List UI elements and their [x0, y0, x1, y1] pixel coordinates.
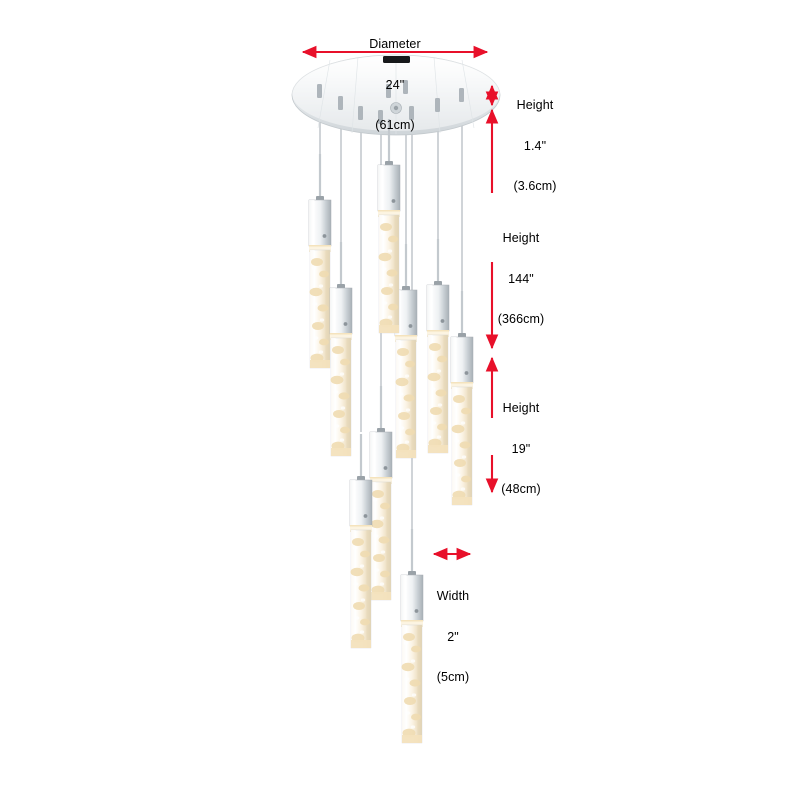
- overall-height-label: Height 144" (366cm): [478, 205, 564, 354]
- overall-height-label-name: Height: [502, 231, 540, 245]
- pendant-width-label-name: Width: [436, 589, 470, 603]
- canopy-height-label: Height 1.4" (3.6cm): [498, 72, 572, 221]
- canopy-height-label-name: Height: [516, 98, 554, 112]
- pendant-2: [329, 241, 353, 457]
- diameter-label-name: Diameter: [369, 37, 421, 51]
- pendant-width-label-imperial: 2": [447, 629, 459, 644]
- center-mount: [390, 102, 402, 114]
- pendant-height-label-name: Height: [502, 401, 540, 415]
- cable-collars: [317, 80, 464, 124]
- canopy-height-label-imperial: 1.4": [523, 138, 547, 153]
- pendant-6: [349, 433, 373, 649]
- diameter-label-imperial: 24": [385, 77, 405, 92]
- pendant-width-label: Width 2" (5cm): [418, 563, 488, 712]
- pendant-1: [308, 153, 332, 369]
- pendant-7: [426, 238, 450, 454]
- canopy-height-label-metric: (3.6cm): [513, 179, 557, 193]
- pendant-width-label-metric: (5cm): [436, 670, 470, 684]
- diameter-label: Diameter 24" (61cm): [330, 11, 460, 160]
- ceiling-canopy: [291, 54, 501, 136]
- pendant-4: [450, 290, 474, 506]
- pendant-height-label-imperial: 19": [511, 441, 531, 456]
- overall-height-label-metric: (366cm): [497, 312, 545, 326]
- diameter-label-metric: (61cm): [375, 118, 415, 132]
- pendant-height-label: Height 19" (48cm): [478, 375, 564, 524]
- pendant-5: [369, 385, 393, 601]
- pendant-height-label-metric: (48cm): [501, 482, 541, 496]
- overall-height-label-imperial: 144": [508, 271, 534, 286]
- dimension-arrows: [301, 45, 499, 561]
